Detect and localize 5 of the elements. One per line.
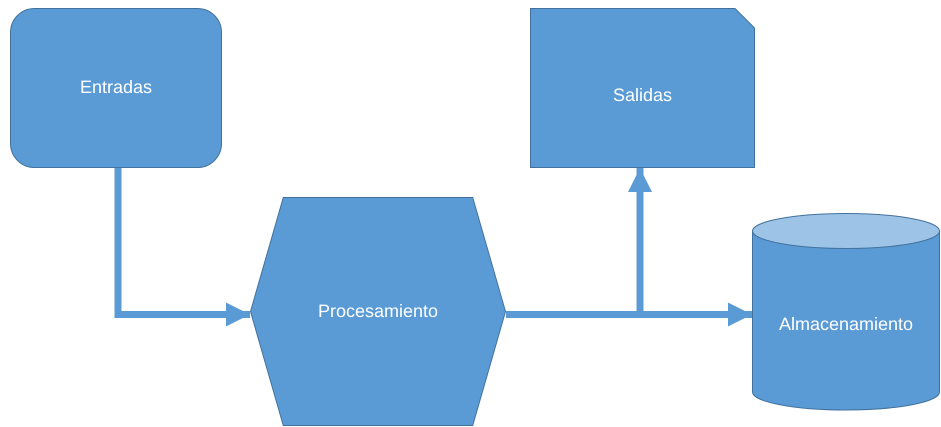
node-label: Almacenamiento <box>778 314 914 336</box>
node-label: Procesamiento <box>316 300 440 322</box>
node-label: Entradas <box>78 77 154 98</box>
arrow <box>114 168 250 326</box>
node-label: Salidas <box>612 85 674 106</box>
